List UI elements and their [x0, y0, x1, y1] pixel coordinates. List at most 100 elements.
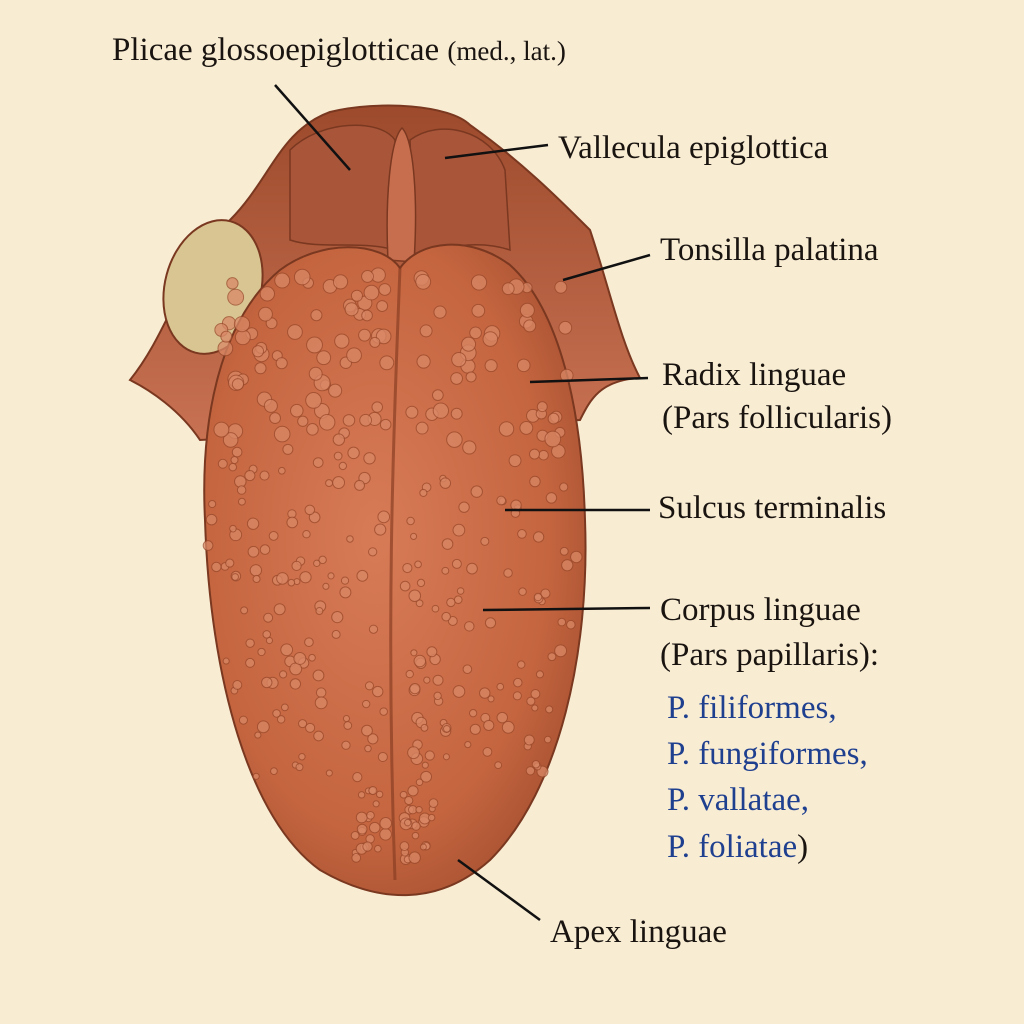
- papilla-bump: [217, 340, 234, 357]
- papilla-bump: [356, 569, 369, 582]
- papilla-bump: [465, 371, 477, 383]
- papilla-bump: [410, 649, 418, 657]
- papilla-bump: [442, 753, 450, 761]
- papilla-bump: [350, 831, 360, 840]
- papilla-bump: [259, 286, 275, 302]
- papilla-bump: [350, 289, 363, 302]
- papilla-bump: [526, 696, 536, 706]
- papilla-bump: [368, 821, 381, 834]
- papilla-bump: [231, 378, 245, 391]
- papilla-bump: [362, 699, 371, 709]
- papilla-bump: [512, 691, 522, 701]
- papilla-bump: [252, 574, 261, 584]
- papilla-bump: [367, 733, 379, 745]
- papilla-bump: [315, 687, 327, 698]
- papilla-bump: [217, 458, 228, 469]
- vallecula-left: [289, 124, 396, 251]
- papilla-bump: [334, 333, 350, 349]
- papilla-bump: [540, 588, 551, 599]
- papilla-bump: [484, 617, 497, 629]
- papilla-bump: [525, 766, 536, 776]
- papilla-bump: [259, 544, 271, 555]
- papilla-bump: [431, 604, 440, 613]
- papilla-bump: [295, 763, 304, 772]
- papilla-bump: [496, 682, 505, 691]
- papilla-bump: [433, 691, 442, 701]
- papilla-bump: [293, 652, 307, 665]
- papilla-bump: [312, 669, 325, 682]
- papilla-bump: [432, 674, 444, 686]
- papilla-bump: [543, 735, 552, 744]
- papilla-bump: [293, 268, 311, 286]
- papilla-bump: [372, 800, 380, 808]
- papilla-bump: [405, 405, 419, 419]
- papilla-bump: [346, 347, 362, 364]
- papilla-bump: [483, 719, 495, 731]
- papilla-bump: [494, 761, 503, 770]
- papilla-bump: [453, 595, 463, 605]
- papilla-bump: [362, 841, 373, 852]
- papilla-bump: [523, 734, 535, 746]
- papilla-bump: [342, 714, 351, 723]
- papilla-bump: [405, 669, 414, 679]
- papilla-bump: [456, 587, 465, 595]
- papilla-bump: [357, 791, 366, 799]
- label-corpus: Corpus linguae: [660, 592, 861, 628]
- papilla-bump: [338, 461, 348, 471]
- papilla-bump: [340, 576, 350, 585]
- papilla-bump: [325, 769, 333, 777]
- papilla-bump: [421, 761, 429, 769]
- papilla-bump: [415, 599, 424, 608]
- papilla-bump: [482, 331, 499, 347]
- papilla-bump: [351, 853, 362, 863]
- papilla-bump: [446, 431, 463, 448]
- papilla-bump: [331, 629, 341, 639]
- papilla-bump: [419, 324, 433, 338]
- papilla-bump: [470, 485, 483, 498]
- papilla-bump: [466, 562, 478, 575]
- papilla-bump: [410, 532, 418, 540]
- papilla-bump: [358, 328, 371, 342]
- papilla-bump: [274, 272, 291, 289]
- papilla-bump: [377, 751, 388, 763]
- papilla-bump: [427, 813, 436, 822]
- papilla-bump: [516, 358, 531, 373]
- papilla-bump: [530, 689, 541, 699]
- label-plicae-text: Plicae glossoepiglotticae: [112, 32, 440, 68]
- papilla-bump: [545, 492, 558, 504]
- papilla-bump: [327, 572, 335, 580]
- papilla-bump: [368, 624, 379, 634]
- label-papilla-2: P. fungiformes,: [667, 736, 868, 772]
- label-papilla-4-text: P. foliatae: [667, 829, 798, 865]
- papilla-bump: [379, 418, 392, 431]
- leader-lines: [274, 84, 651, 922]
- label-plicae: Plicae glossoepiglotticae (med., lat.): [112, 30, 566, 71]
- papilla-bump: [416, 578, 426, 588]
- label-plicae-sub: (med., lat.): [447, 36, 566, 66]
- papilla-bump: [211, 561, 222, 573]
- papilla-bump: [517, 660, 526, 669]
- label-papilla-1: P. filiformes,: [667, 690, 837, 726]
- papilla-bump: [270, 767, 278, 776]
- papilla-bump: [533, 592, 543, 602]
- papilla-bump: [402, 562, 413, 574]
- papilla-bump: [226, 277, 239, 290]
- papilla-bump: [415, 806, 423, 814]
- papilla-bump: [496, 711, 509, 724]
- papilla-bump: [415, 273, 432, 290]
- papilla-bump: [262, 630, 272, 639]
- papilla-bump: [547, 412, 560, 425]
- papilla-bump: [240, 606, 249, 615]
- papilla-bump: [277, 466, 286, 475]
- label-radix: Radix linguae: [662, 357, 847, 393]
- papilla-bump: [364, 681, 375, 691]
- papilla-bump: [399, 841, 410, 852]
- label-tonsilla: Tonsilla palatina: [660, 232, 879, 268]
- papilla-bump: [452, 523, 466, 537]
- papilla-bump: [363, 452, 376, 465]
- papilla-bump: [232, 680, 243, 690]
- papilla-bump: [529, 475, 541, 488]
- papilla-bump: [406, 516, 415, 526]
- papilla-bump: [202, 540, 214, 551]
- papilla-bump: [341, 740, 351, 750]
